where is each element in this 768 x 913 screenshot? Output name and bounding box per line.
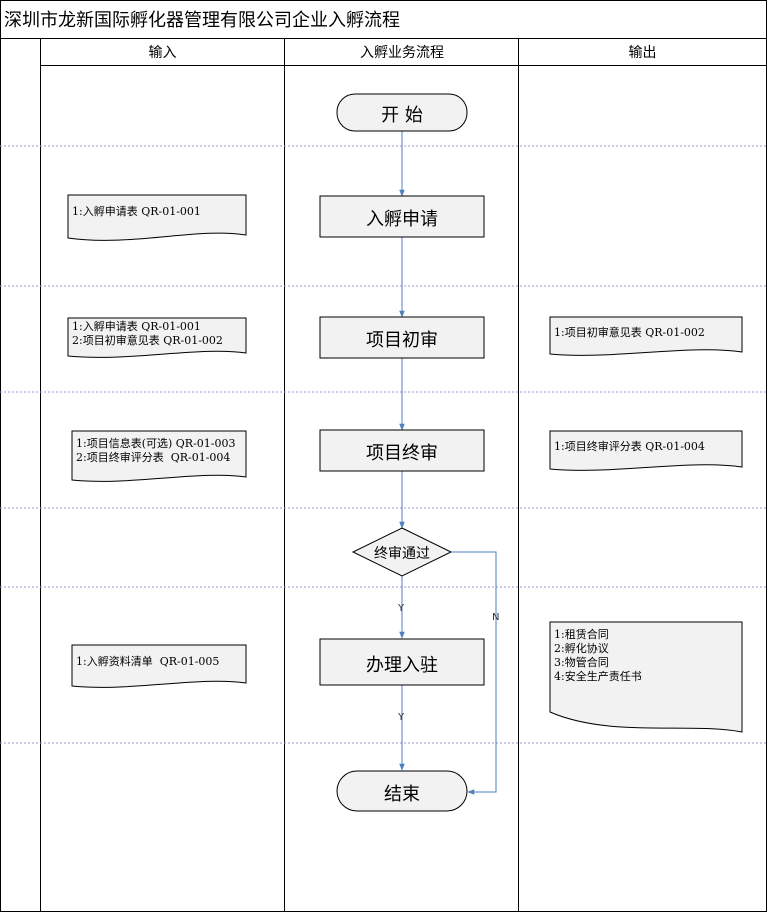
decision-label: 终审通过 bbox=[374, 546, 430, 562]
edge-label-yes-2: Y bbox=[398, 712, 405, 723]
lane-header-process: 入孵业务流程 bbox=[360, 45, 444, 61]
edge-label-yes-1: Y bbox=[398, 603, 405, 614]
output-doc-2-shape bbox=[549, 430, 743, 471]
apply-process-box bbox=[319, 195, 485, 238]
input-doc-3-shape bbox=[71, 430, 247, 482]
start-label: 开 始 bbox=[381, 105, 423, 126]
start-terminator bbox=[336, 93, 468, 132]
input-doc-3-text: 1:项目信息表(可选) QR-01-003 2:项目终审评分表 QR-01-00… bbox=[76, 437, 236, 464]
settle-process-box bbox=[319, 638, 485, 686]
input-doc-4-shape bbox=[71, 644, 247, 688]
output-doc-1-text: 1:项目初审意见表 QR-01-002 bbox=[554, 326, 705, 339]
initial-review-label: 项目初审 bbox=[366, 330, 438, 351]
end-terminator bbox=[336, 770, 468, 812]
lane-header-output: 输出 bbox=[628, 45, 657, 61]
initial-review-box bbox=[319, 316, 485, 359]
output-doc-3-text: 1:租赁合同 2:孵化协议 3:物管合同 4:安全生产责任书 bbox=[554, 628, 642, 683]
edge-label-no: N bbox=[492, 612, 500, 623]
end-label: 结束 bbox=[384, 784, 420, 805]
final-review-box bbox=[319, 429, 485, 472]
input-doc-2-text: 1:入孵申请表 QR-01-001 2:项目初审意见表 QR-01-002 bbox=[72, 320, 223, 347]
final-review-label: 项目终审 bbox=[366, 443, 438, 464]
output-doc-3-shape bbox=[549, 621, 743, 733]
connectors bbox=[399, 131, 497, 795]
output-doc-2-text: 1:项目终审评分表 QR-01-004 bbox=[554, 440, 705, 453]
input-doc-4-text: 1:入孵资料清单 QR-01-005 bbox=[76, 655, 220, 668]
settle-label: 办理入驻 bbox=[366, 655, 438, 676]
apply-label: 入孵申请 bbox=[366, 209, 438, 230]
input-doc-1-text: 1:入孵申请表 QR-01-001 bbox=[72, 205, 201, 218]
output-doc-1-shape bbox=[549, 316, 743, 356]
input-doc-2-shape bbox=[67, 317, 247, 358]
lane-header-input: 输入 bbox=[148, 45, 177, 61]
input-doc-1-shape bbox=[67, 194, 247, 241]
decision-diamond bbox=[351, 527, 453, 577]
page-title: 深圳市龙新国际孵化器管理有限公司企业入孵流程 bbox=[4, 10, 400, 31]
